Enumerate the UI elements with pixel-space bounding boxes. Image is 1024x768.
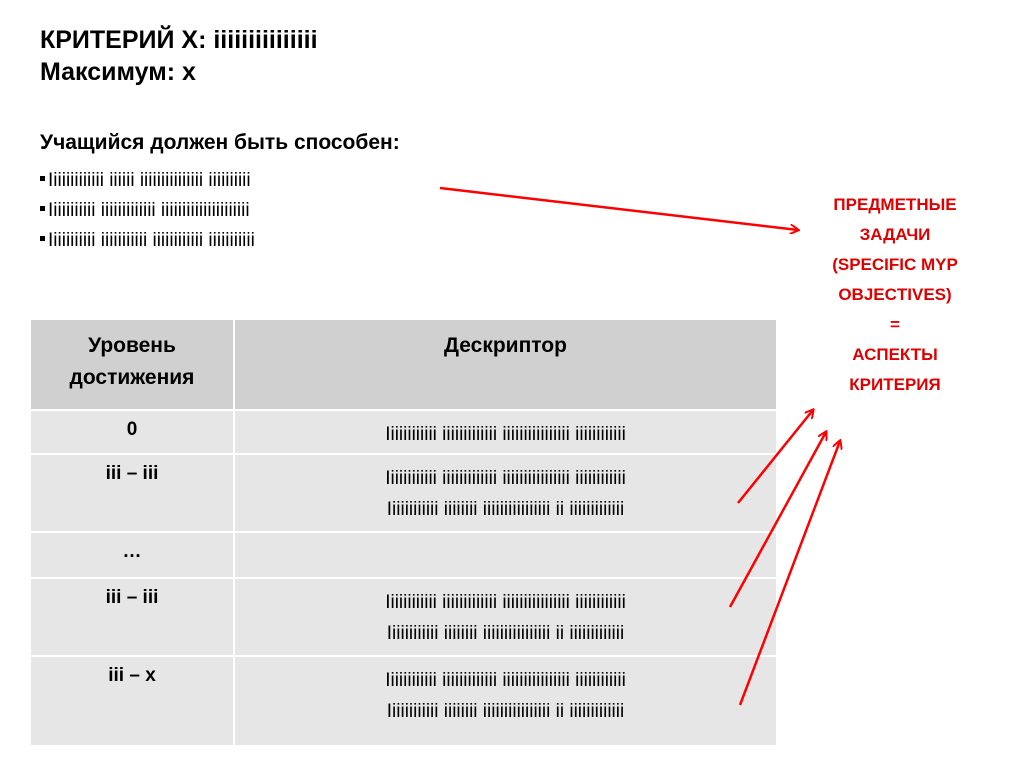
bullet-square-icon [40,206,45,212]
descriptor-cell: Iiiiiiiiiiii iiiiiiiiiiiii iiiiiiiiiiiii… [233,409,778,455]
objective-item: Iiiiiiiiiiiii iiiiii iiiiiiiiiiiiiii iii… [40,166,255,196]
descriptor-header: Дескриптор [233,318,778,411]
objective-item: Iiiiiiiiiii iiiiiiiiiiiii iiiiiiiiiiiiii… [40,196,255,226]
objectives-list: Iiiiiiiiiiiii iiiiii iiiiiiiiiiiiiii iii… [40,166,255,256]
level-cell: iii – iii [29,577,235,657]
table-row: iii – iii Iiiiiiiiiiii iiiiiiiiiiiii iii… [29,577,778,657]
arrow-to-callout [439,186,798,230]
descriptor-cell: Iiiiiiiiiiii iiiiiiiiiiiii iiiiiiiiiiiii… [233,453,778,533]
criterion-table: Уровень достижения Дескриптор 0 Iiiiiiii… [29,318,778,747]
bullet-square-icon [40,176,45,182]
table-header-row: Уровень достижения Дескриптор [29,318,778,411]
bullet-square-icon [40,236,45,242]
descriptor-cell: Iiiiiiiiiiii iiiiiiiiiiiii iiiiiiiiiiiii… [233,655,778,747]
level-cell: iii – x [29,655,235,747]
maximum-label: Максимум: x [40,58,196,86]
descriptor-cell [233,531,778,579]
arrow-row-5 [738,441,840,706]
descriptor-cell: Iiiiiiiiiiii iiiiiiiiiiiii iiiiiiiiiiiii… [233,577,778,657]
objectives-heading: Учащийся должен быть способен: [40,131,400,154]
arrow-row-2 [737,410,813,504]
criterion-title: КРИТЕРИЙ X: iiiiiiiiiiiiiii [40,26,318,54]
level-cell: iii – iii [29,453,235,533]
table-row: … [29,531,778,579]
table-row: iii – iii Iiiiiiiiiiii iiiiiiiiiiiii iii… [29,453,778,533]
table-row: iii – x Iiiiiiiiiiii iiiiiiiiiiiii iiiii… [29,655,778,747]
table-row: 0 Iiiiiiiiiiii iiiiiiiiiiiii iiiiiiiiiii… [29,409,778,455]
slide-title: КРИТЕРИЙ X: iiiiiiiiiiiiiii Максимум: x [40,24,318,88]
level-cell: 0 [29,409,235,455]
level-header: Уровень достижения [29,318,235,411]
arrow-row-4 [728,432,826,608]
objective-item: Iiiiiiiiiii iiiiiiiiiii iiiiiiiiiiii iii… [40,226,255,256]
level-cell: … [29,531,235,579]
callout-text: ПРЕДМЕТНЫЕ ЗАДАЧИ (SPECIFIC MYP OBJECTIV… [832,195,958,394]
